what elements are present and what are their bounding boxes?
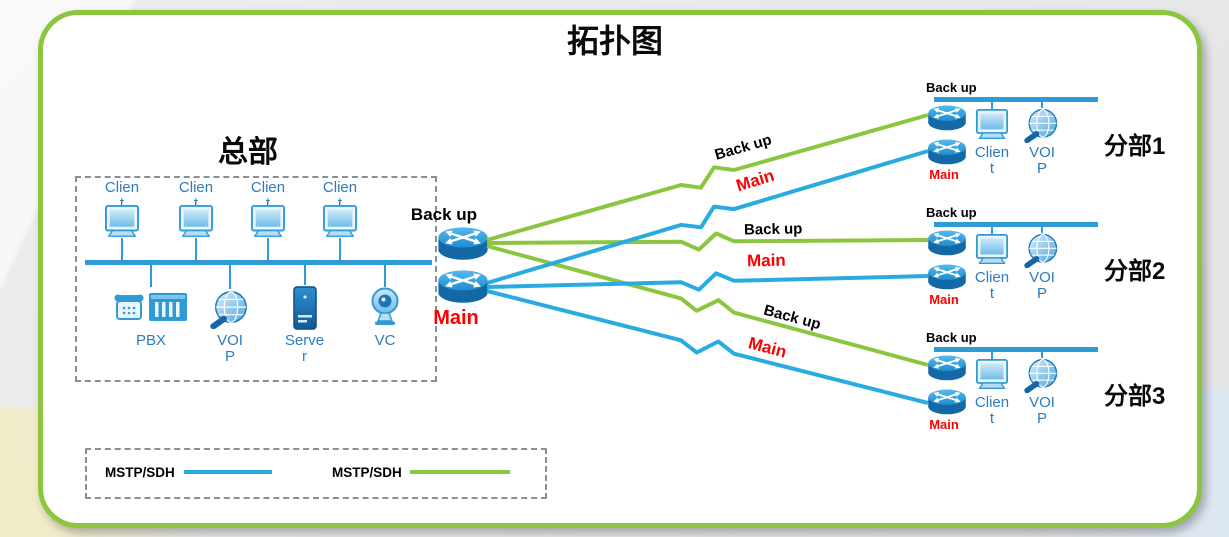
branch-main-router-icon <box>926 137 968 166</box>
connector-line <box>150 265 152 287</box>
connector-line <box>229 265 231 289</box>
connector-line <box>384 265 386 287</box>
connector-line <box>991 226 993 234</box>
branch-backup-router-icon <box>926 353 968 382</box>
connector-line <box>1041 351 1043 358</box>
hq-client-label: Client <box>104 179 140 212</box>
pbx-icon <box>113 287 189 329</box>
branch-main-router-label: Main <box>929 167 959 182</box>
branch-backup-router-label: Back up <box>926 330 977 345</box>
branch-backup-router-label: Back up <box>926 205 977 220</box>
branch-main-router-label: Main <box>929 417 959 432</box>
vc-label: VC <box>374 332 396 349</box>
voip-label: VOIP <box>217 332 243 365</box>
legend-line-green <box>410 470 510 474</box>
hq-client-label: Client <box>250 179 286 212</box>
hq-client-label: Client <box>178 179 214 212</box>
hq-main-router-label: Main <box>433 307 479 329</box>
connector-line <box>304 265 306 285</box>
branch-main-router-icon <box>926 262 968 291</box>
client-computer-icon <box>321 205 359 239</box>
hq-label: 总部 <box>218 136 278 169</box>
hq-client-label: Client <box>322 179 358 212</box>
connector-line <box>1041 226 1043 233</box>
branch-name: 分部3 <box>1104 383 1166 410</box>
hq-group-box <box>75 176 437 382</box>
branch-name: 分部1 <box>1104 133 1166 160</box>
branch-client-label: Client <box>974 394 1010 427</box>
branch-backup-router-icon <box>926 103 968 132</box>
voip-globe-icon <box>209 289 251 329</box>
hq-backup-router-icon <box>436 224 490 262</box>
branch-client-label: Client <box>974 269 1010 302</box>
branch-backup-router-label: Back up <box>926 80 977 95</box>
branch-client-icon <box>974 109 1010 141</box>
client-computer-icon <box>103 205 141 239</box>
branch-client-icon <box>974 234 1010 266</box>
client-computer-icon <box>249 205 287 239</box>
link-label-backup-2: Back up <box>743 220 803 239</box>
pbx-label: PBX <box>135 332 166 349</box>
connector-line <box>991 351 993 359</box>
hq-backup-router-label: Back up <box>410 205 478 224</box>
server-icon <box>292 285 318 331</box>
branch-bus-bar <box>934 347 1098 352</box>
connector-line <box>267 238 269 262</box>
branch-name: 分部2 <box>1104 258 1166 285</box>
topology-frame <box>38 10 1202 528</box>
hq-main-router-icon <box>436 267 490 305</box>
page-title: 拓扑图 <box>566 23 663 59</box>
vc-camera-icon <box>367 287 403 329</box>
branch-backup-router-icon <box>926 228 968 257</box>
branch-main-router-label: Main <box>929 292 959 307</box>
branch-group-3: Back up Main Client VOIP 分部3 <box>920 330 1180 450</box>
branch-bus-bar <box>934 97 1098 102</box>
legend-label-green: MSTP/SDH <box>332 465 402 480</box>
branch-main-router-icon <box>926 387 968 416</box>
client-computer-icon <box>177 205 215 239</box>
server-label: Server <box>284 332 325 365</box>
connector-line <box>339 238 341 262</box>
connector-line <box>991 101 993 109</box>
branch-voip-globe-icon <box>1023 107 1061 143</box>
connector-line <box>1041 101 1043 108</box>
branch-group-2: Back up Main Client VOIP 分部2 <box>920 205 1180 325</box>
hq-bus-bar <box>85 260 432 265</box>
branch-voip-label: VOIP <box>1029 269 1055 302</box>
branch-client-label: Client <box>974 144 1010 177</box>
branch-group-1: Back up Main Client VOIP 分部1 <box>920 80 1180 200</box>
connector-line <box>121 238 123 262</box>
branch-voip-label: VOIP <box>1029 394 1055 427</box>
branch-voip-globe-icon <box>1023 232 1061 268</box>
branch-voip-globe-icon <box>1023 357 1061 393</box>
legend-line-blue <box>184 470 272 474</box>
connector-line <box>195 238 197 262</box>
branch-voip-label: VOIP <box>1029 144 1055 177</box>
branch-client-icon <box>974 359 1010 391</box>
branch-bus-bar <box>934 222 1098 227</box>
link-label-main-2: Main <box>746 250 786 271</box>
legend-label-blue: MSTP/SDH <box>105 465 175 480</box>
legend-box: MSTP/SDH MSTP/SDH <box>85 448 547 499</box>
